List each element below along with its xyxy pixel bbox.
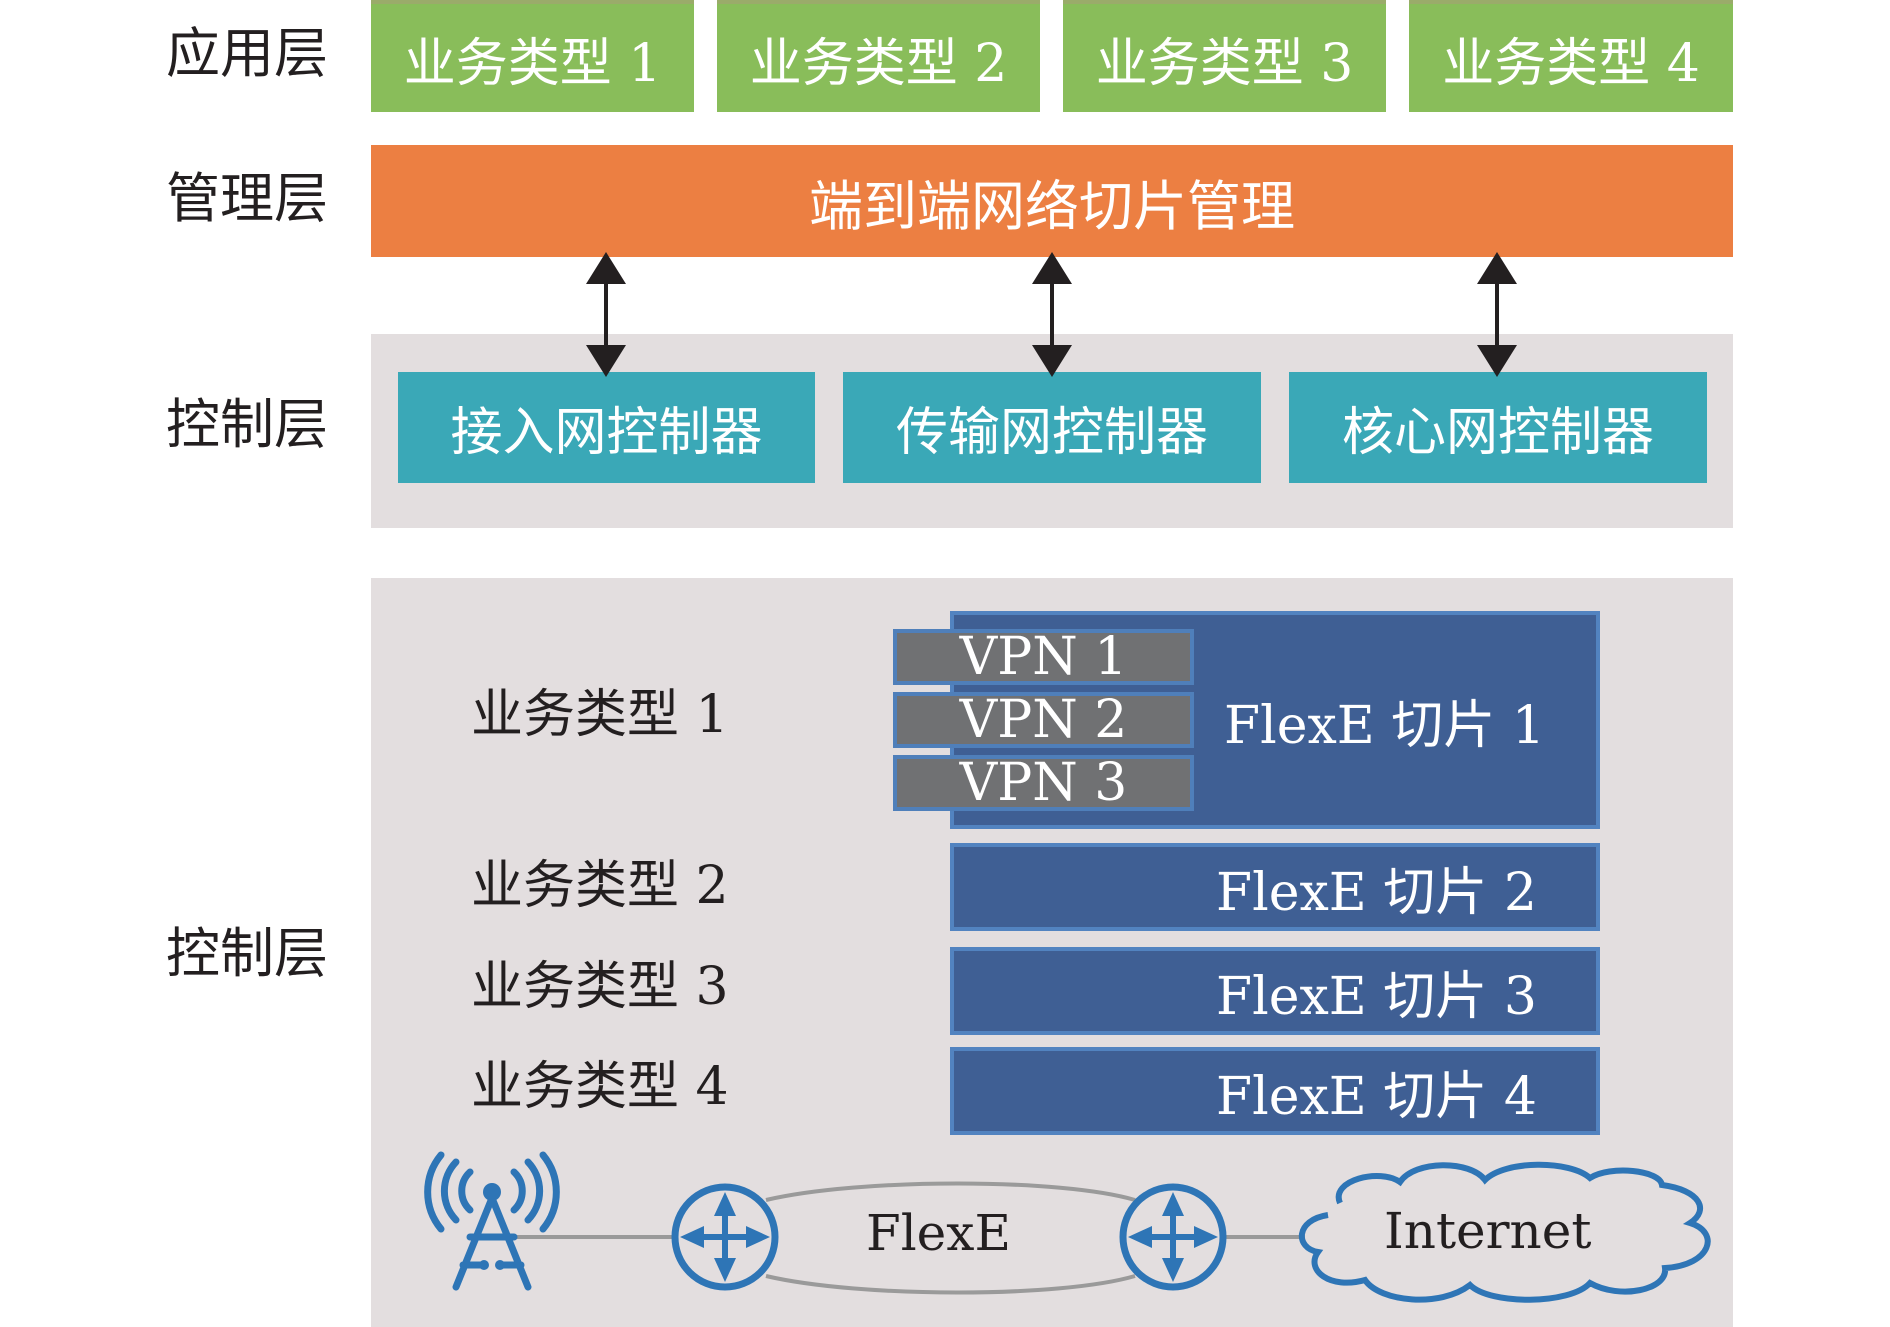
application-box-3: 业务类型 3 xyxy=(1063,0,1386,112)
flexe-link-lower xyxy=(765,1274,1136,1295)
vpn-3: VPN 3 xyxy=(893,755,1194,811)
service-label-2: 业务类型 2 xyxy=(471,856,729,916)
flexe-slice-3-label: FlexE 切片 3 xyxy=(1216,966,1537,1027)
layer-label-control-lower: 控制层 xyxy=(166,922,328,985)
flexe-slice-3: FlexE 切片 3 xyxy=(950,947,1600,1035)
access-network-controller: 接入网控制器 xyxy=(398,372,815,483)
service-label-1: 业务类型 1 xyxy=(471,685,729,745)
core-network-controller: 核心网控制器 xyxy=(1289,372,1707,483)
layer-label-application: 应用层 xyxy=(166,22,328,85)
transport-network-controller: 传输网控制器 xyxy=(843,372,1261,483)
vpn-2: VPN 2 xyxy=(893,692,1194,748)
vpn-1: VPN 1 xyxy=(893,629,1194,685)
application-box-2: 业务类型 2 xyxy=(717,0,1040,112)
application-box-4: 业务类型 4 xyxy=(1409,0,1733,112)
flexe-slice-4-label: FlexE 切片 4 xyxy=(1216,1066,1537,1127)
layer-label-management: 管理层 xyxy=(166,167,328,230)
flexe-link-upper xyxy=(765,1181,1136,1202)
management-bar: 端到端网络切片管理 xyxy=(371,145,1733,257)
application-box-1: 业务类型 1 xyxy=(371,0,694,112)
layer-label-control-upper: 控制层 xyxy=(166,393,328,456)
flexe-link-label: FlexE xyxy=(866,1204,1011,1262)
flexe-slice-2: FlexE 切片 2 xyxy=(950,843,1600,931)
router-icon xyxy=(1119,1183,1227,1291)
service-label-3: 业务类型 3 xyxy=(471,957,729,1017)
service-label-4: 业务类型 4 xyxy=(471,1057,729,1117)
cloud-icon xyxy=(1299,1161,1711,1303)
internet-label: Internet xyxy=(1384,1202,1592,1260)
router-icon xyxy=(671,1183,779,1291)
flexe-slice-4: FlexE 切片 4 xyxy=(950,1047,1600,1135)
base-station-icon xyxy=(424,1151,560,1291)
flexe-slice-1-label: FlexE 切片 1 xyxy=(1224,695,1545,756)
flexe-slice-2-label: FlexE 切片 2 xyxy=(1216,862,1537,923)
